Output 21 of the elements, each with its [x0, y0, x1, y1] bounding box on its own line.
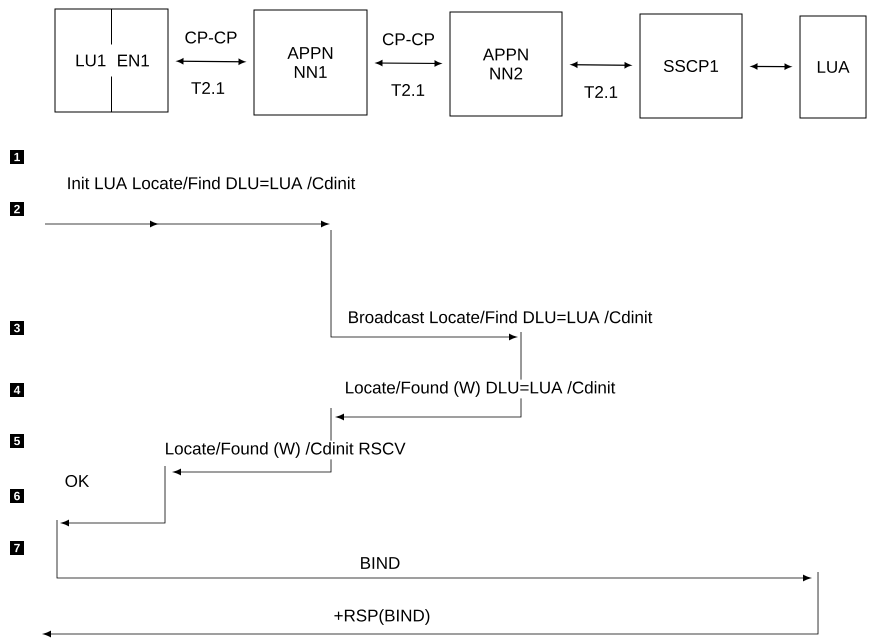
message-label: Locate/Found (W) DLU=LUA /Cdinit — [343, 380, 617, 398]
message-label: Locate/Found (W) /Cdinit RSCV — [163, 440, 408, 460]
link-label: T2.1 — [391, 84, 424, 96]
double-arrow — [177, 58, 245, 65]
double-arrow — [376, 60, 441, 66]
edge-label: CP-CP — [184, 30, 238, 45]
double-arrow — [571, 62, 631, 68]
message-label: Broadcast Locate/Find DLU=LUA /Cdinit — [346, 309, 654, 325]
link-label: T2.1 — [584, 86, 618, 98]
node-box: LU1 EN1 — [54, 8, 168, 112]
link-label: T2.1 — [191, 82, 224, 94]
message-label: +RSP(BIND) — [332, 608, 432, 626]
node-box: LUA — [800, 16, 867, 118]
message-label: BIND — [358, 556, 402, 570]
edge-label: CP-CP — [381, 32, 436, 46]
node-box: APPN NN1 — [254, 10, 368, 116]
node-box: APPN NN2 — [450, 12, 562, 116]
message-label: Init LUA Locate/Find DLU=LUA /Cdinit — [65, 175, 357, 191]
node-box: SSCP1 — [640, 14, 743, 118]
double-arrow — [751, 64, 791, 70]
message-label: OK — [63, 473, 91, 489]
